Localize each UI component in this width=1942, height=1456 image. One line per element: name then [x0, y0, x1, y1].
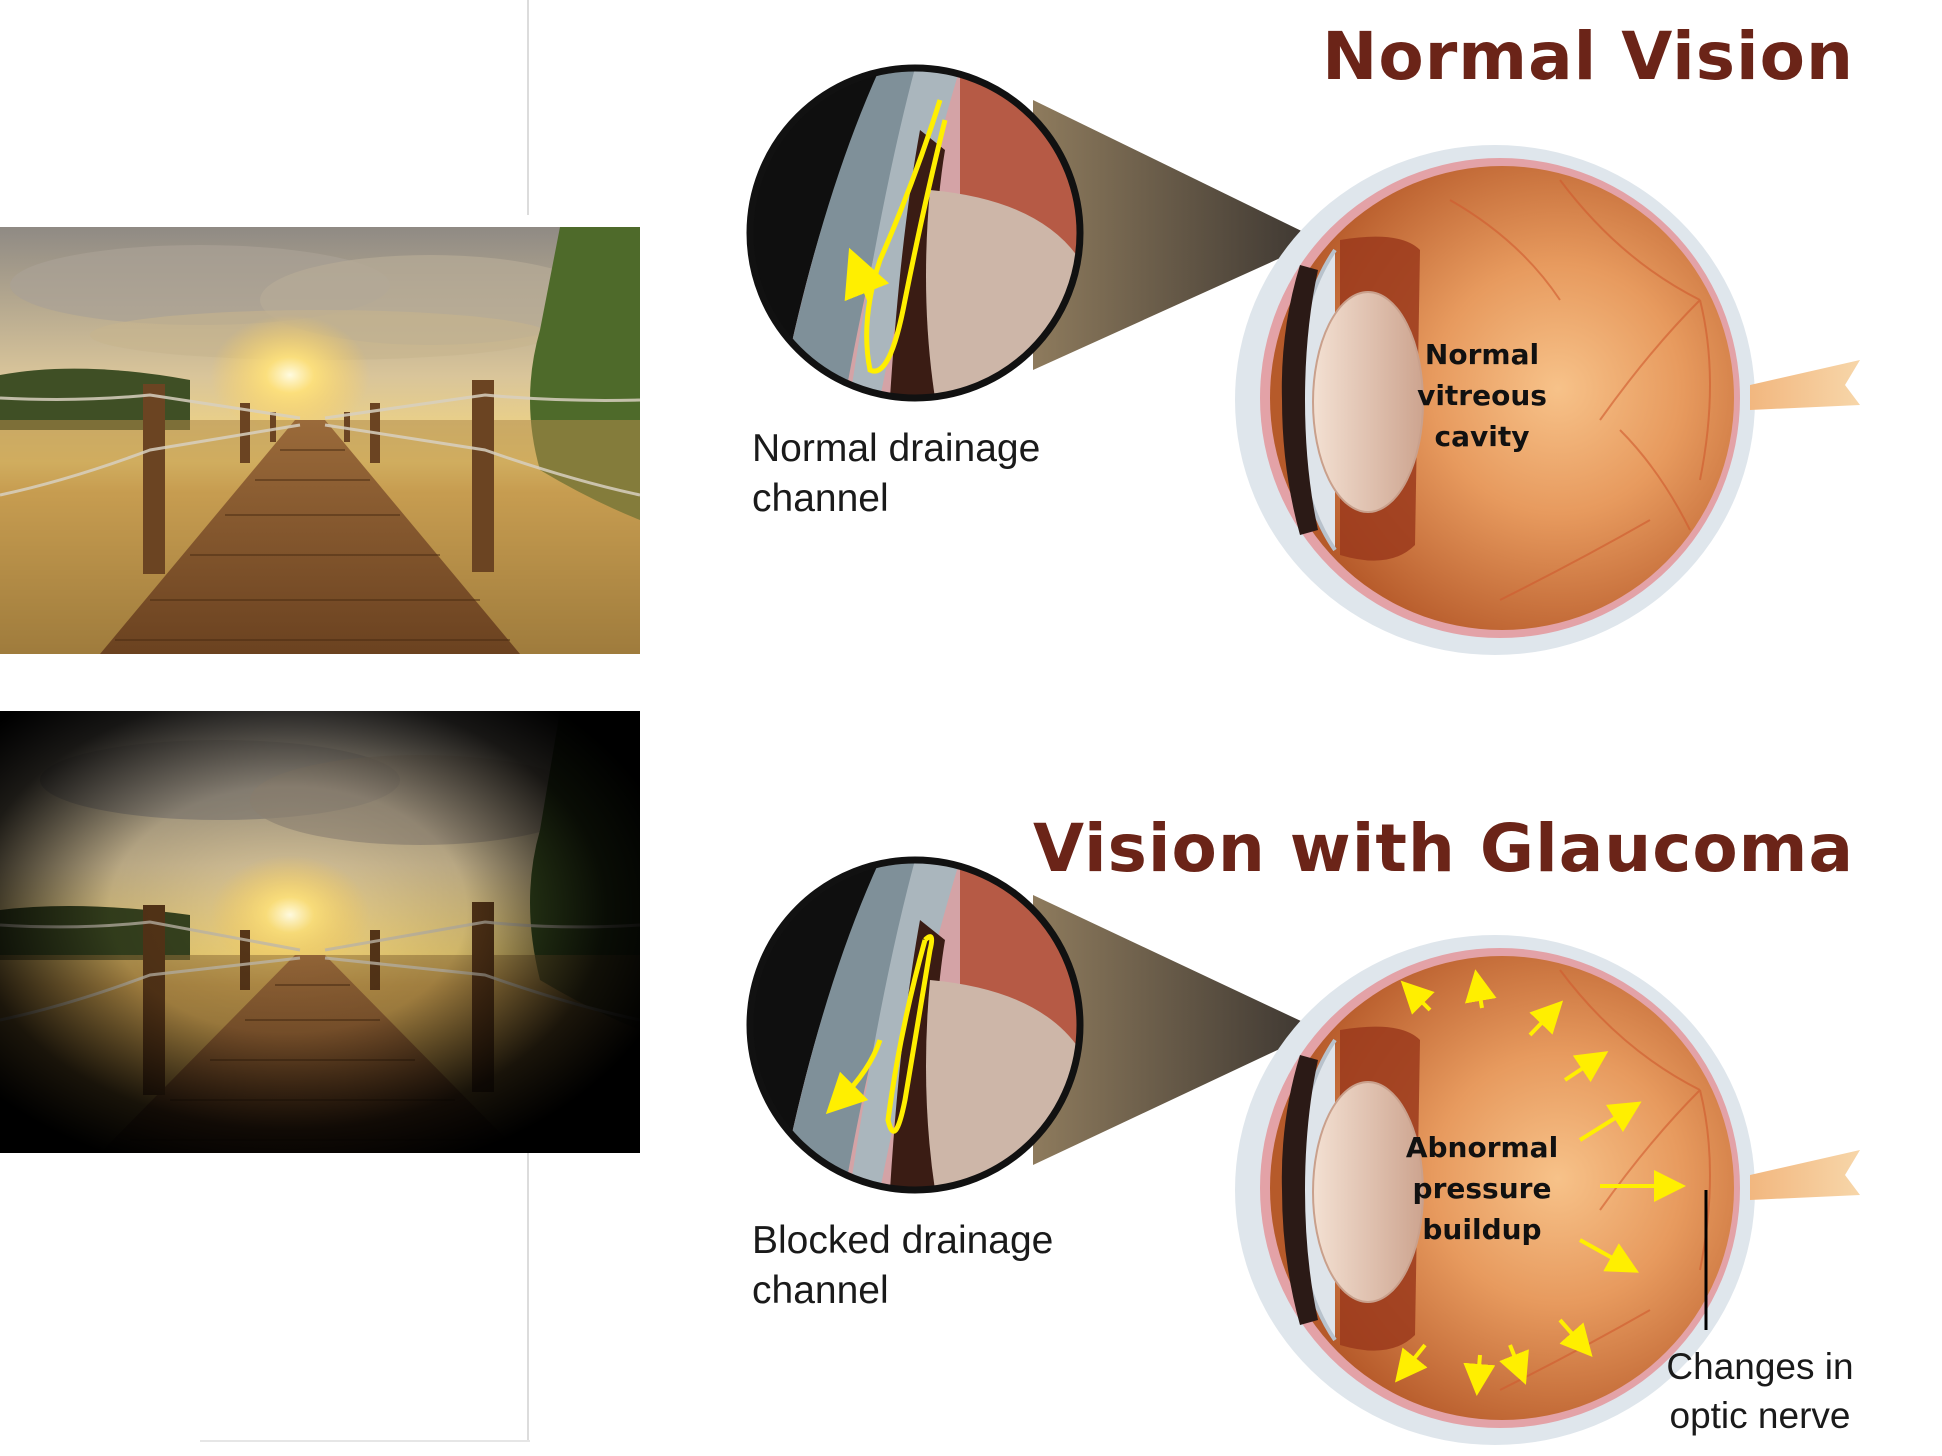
optic-nerve-label: Changes in optic nerve	[1660, 1342, 1860, 1440]
divider-line-bottom	[527, 1150, 529, 1440]
pressure-buildup-label: Abnormal pressure buildup	[1382, 1127, 1582, 1250]
pressure-arrow	[1563, 1051, 1609, 1083]
normal-eye-diagram	[1235, 145, 1860, 655]
pressure-arrow	[1464, 969, 1497, 1009]
pressure-arrow	[1578, 1101, 1642, 1142]
normal-vision-title: Normal Vision	[1322, 18, 1854, 95]
blocked-drainage-label-line1: Blocked drainage	[752, 1219, 1054, 1262]
pressure-arrow	[1558, 1318, 1593, 1358]
pressure-arrow	[1579, 1238, 1639, 1273]
pressure-line2: pressure	[1412, 1172, 1552, 1205]
bottom-rule	[200, 1440, 530, 1442]
normal-cavity-line1: Normal	[1424, 338, 1540, 371]
glaucoma-drainage-magnifier	[746, 856, 1084, 1194]
pressure-arrow	[1528, 1000, 1564, 1037]
pressure-arrow	[1400, 980, 1435, 1015]
optic-nerve-line2: optic nerve	[1669, 1395, 1851, 1436]
normal-cavity-line2: vitreous	[1417, 379, 1547, 412]
pressure-line3: buildup	[1422, 1213, 1542, 1246]
glaucoma-vision-title: Vision with Glaucoma	[1033, 810, 1854, 887]
blocked-drainage-label: Blocked drainage channel	[752, 1216, 1053, 1316]
optic-nerve-line1: Changes in	[1666, 1346, 1854, 1387]
pressure-arrow	[1395, 1343, 1428, 1383]
normal-cavity-label: Normal vitreous cavity	[1382, 334, 1582, 457]
blocked-drainage-label-line2: channel	[752, 1269, 889, 1312]
pressure-arrow	[1499, 1344, 1529, 1385]
pressure-line1: Abnormal	[1405, 1131, 1559, 1164]
pressure-arrows	[1395, 969, 1686, 1396]
normal-vision-photo	[0, 227, 640, 654]
divider-line-top	[527, 0, 529, 215]
normal-cavity-line3: cavity	[1434, 420, 1530, 453]
normal-zoom-cone	[1033, 100, 1320, 370]
normal-drainage-label-line1: Normal drainage	[752, 427, 1041, 470]
normal-drainage-magnifier	[746, 64, 1084, 402]
glaucoma-zoom-cone	[1033, 895, 1320, 1165]
glaucoma-eye-diagram	[1235, 935, 1860, 1445]
pressure-arrow	[1463, 1354, 1496, 1396]
normal-drainage-label: Normal drainage channel	[752, 424, 1040, 524]
normal-drainage-label-line2: channel	[752, 477, 889, 520]
glaucoma-vision-photo	[0, 711, 640, 1153]
